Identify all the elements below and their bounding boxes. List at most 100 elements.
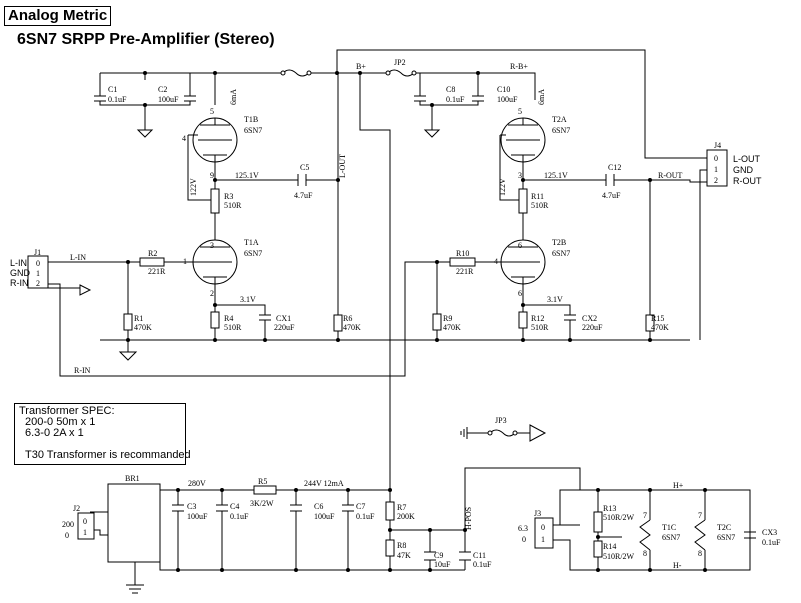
label-nets-ac63: 6.3: [518, 524, 528, 533]
transformer-spec-box: Transformer SPEC: 200-0 50m x 1 6.3-0 2A…: [14, 403, 191, 465]
spec-heading: Transformer SPEC:: [19, 405, 115, 417]
label-tube_labels-v_cath: 3.1V: [240, 295, 256, 304]
label-resistors-r11-value: 510R: [531, 201, 549, 210]
connector-j1: [27, 255, 49, 289]
label-tube_labels-v_plate: 125.1V: [544, 171, 568, 180]
tube-type: 6SN7: [662, 533, 680, 542]
label-connectors-j4-ref: J4: [714, 141, 721, 150]
label-resistors-r10-ref: R10: [456, 249, 469, 258]
label-nets-v244: 244V 12mA: [304, 479, 344, 488]
label-resistors-r4-ref: R4: [224, 314, 233, 323]
label-nets-h_plus: H+: [673, 481, 684, 490]
resistor-r14: [593, 540, 603, 558]
spec-line-1: 200-0 50m x 1: [25, 416, 96, 428]
label-capacitors-c6-value: 100uF: [314, 512, 335, 521]
label-capacitors-cx3-ref: CX3: [762, 528, 777, 537]
resistor-r5: [253, 485, 277, 495]
tube-type: 6SN7: [244, 249, 262, 258]
label-pins-p5: 5: [210, 107, 214, 116]
label-capacitors-c7-value: 0.1uF: [356, 512, 375, 521]
label-resistors-r4-value: 510R: [224, 323, 242, 332]
bridge-rectifier-br1: [107, 483, 161, 563]
label-connectors-j2-pins-0: 0: [83, 517, 87, 526]
tube-type: 6SN7: [552, 126, 570, 135]
label-tube_labels-v_grid: 122V: [189, 178, 198, 196]
label-pins-p2: 2: [210, 289, 214, 298]
label-tube_labels-cur: 6mA: [229, 89, 238, 105]
label-connectors-j4-pins-0: 0: [714, 154, 718, 163]
tube-ref: T1A: [244, 238, 259, 247]
connector-j3: [534, 517, 554, 549]
label-connectors-j3-pins-0: 0: [541, 523, 545, 532]
label-resistors-r8-value: 47K: [397, 551, 411, 560]
label-resistors-r6-value: 470K: [343, 323, 361, 332]
label-pins-p7: 7: [698, 511, 702, 520]
tube-ref: T2A: [552, 115, 567, 124]
resistor-r13: [593, 511, 603, 533]
resistor-r8: [385, 539, 395, 557]
label-capacitors-c3-ref: C3: [187, 502, 196, 511]
wires: [28, 49, 751, 585]
label-capacitors-c11-ref: C11: [473, 551, 486, 560]
label-capacitors-c12-ref: C12: [608, 163, 621, 172]
label-capacitors-c10-value: 100uF: [497, 95, 518, 104]
label-resistors-r15-ref: R15: [651, 314, 664, 323]
label-pins-p5: 5: [518, 107, 522, 116]
tube-t2b: T2B 6SN7: [500, 238, 570, 285]
label-bridge: BR1: [125, 474, 140, 483]
tube-type: 6SN7: [717, 533, 735, 542]
label-capacitors-c5-ref: C5: [300, 163, 309, 172]
label-capacitors-c12-value: 4.7uF: [602, 191, 621, 200]
label-nets-ac0: 0: [65, 531, 69, 540]
label-capacitors-cx1-ref: CX1: [276, 314, 291, 323]
label-connectors-j1-labels-1: GND: [10, 268, 31, 278]
label-connectors-j3-ref: J3: [534, 509, 541, 518]
label-pins-p6: 6: [518, 241, 522, 250]
label-tube_labels-v_plate: 125.1V: [235, 171, 259, 180]
label-connectors-j1-pins-0: 0: [36, 259, 40, 268]
brand-label: Analog Metric: [4, 6, 112, 26]
connector-j4: [706, 149, 728, 187]
label-capacitors-c10-ref: C10: [497, 85, 510, 94]
tube-t2a: T2A 6SN7: [500, 115, 570, 163]
label-resistors-r13-value: 510R/2W: [603, 513, 635, 522]
label-capacitors-c8-value: 0.1uF: [446, 95, 465, 104]
label-nets-b_plus: B+: [356, 62, 366, 71]
label-pins-p4: 4: [494, 257, 498, 266]
pin-numbers: 549 123 53 466 78 78: [182, 107, 702, 558]
label-connectors-j1-pins-2: 2: [36, 279, 40, 288]
label-pins-p3: 3: [210, 241, 214, 250]
schematic-title: 6SN7 SRPP Pre-Amplifier (Stereo): [17, 31, 275, 48]
label-capacitors-c4-ref: C4: [230, 502, 239, 511]
label-resistors-r2-value: 221R: [148, 267, 166, 276]
label-nets-h_minus: H-: [673, 561, 682, 570]
junction-dots: [126, 71, 707, 572]
resistor-r15: [645, 314, 655, 332]
label-capacitors-c7-ref: C7: [356, 502, 365, 511]
label-resistors-r7-value: 200K: [397, 512, 415, 521]
resistor-r7: [385, 501, 395, 521]
tube-t1b: T1B 6SN7: [188, 115, 262, 163]
label-nets-h_pos: H-POS: [464, 507, 473, 530]
label-capacitors-cx2-value: 220uF: [582, 323, 603, 332]
label-pins-p6: 6: [518, 289, 522, 298]
label-resistors-r9-value: 470K: [443, 323, 461, 332]
label-capacitors-cx1-value: 220uF: [274, 323, 295, 332]
label-nets-l_out: L-OUT: [338, 154, 347, 178]
label-connectors-j4-labels-0: L-OUT: [733, 154, 761, 164]
label-resistors-r12-ref: R12: [531, 314, 544, 323]
label-connectors-j3-pins-1: 1: [541, 535, 545, 544]
label-resistors-r6-ref: R6: [343, 314, 352, 323]
connector-j2: [77, 512, 95, 540]
label-resistors-r14-ref: R14: [603, 542, 616, 551]
label-resistors-r7-ref: R7: [397, 503, 406, 512]
label-capacitors-c2-ref: C2: [158, 85, 167, 94]
label-connectors-j1-labels-0: L-IN: [10, 258, 27, 268]
label-resistors-r15-value: 470K: [651, 323, 669, 332]
label-capacitors-c11-value: 0.1uF: [473, 560, 492, 569]
label-resistors-r2-ref: R2: [148, 249, 157, 258]
tube-ref: T2C: [717, 523, 731, 532]
label-connectors-j4-labels-1: GND: [733, 165, 754, 175]
